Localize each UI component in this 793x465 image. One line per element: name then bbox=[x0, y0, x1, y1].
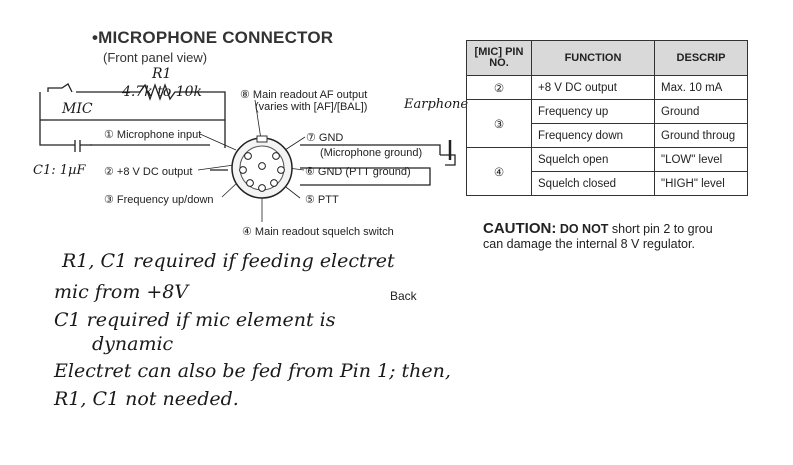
r1-value-label: 4.7k to 10k bbox=[122, 84, 203, 100]
table-cell-pin: ② bbox=[466, 75, 532, 100]
table-cell-function: Frequency up bbox=[531, 99, 655, 124]
table-cell-description: Ground throug bbox=[654, 123, 748, 148]
pin-function-table: [MIC] PIN NO. FUNCTION DESCRIP ② +8 V DC… bbox=[466, 40, 748, 196]
r1-label: R1 bbox=[152, 66, 172, 82]
handwritten-note-line2: mic from +8V bbox=[54, 281, 189, 303]
table-cell-function: Squelch open bbox=[531, 147, 655, 172]
pin2-label: ② +8 V DC output bbox=[104, 166, 193, 178]
handwritten-note-line1: R1, C1 required if feeding electret bbox=[62, 250, 395, 272]
table-row: Squelch closed "HIGH" level bbox=[467, 171, 748, 196]
caution-word: CAUTION: bbox=[483, 220, 557, 237]
table-cell-description: "LOW" level bbox=[654, 147, 748, 172]
pin4-label: ④ Main readout squelch switch bbox=[242, 226, 394, 238]
pin8-label: ⑧ Main readout AF output bbox=[240, 89, 368, 101]
earphone-label: Earphone bbox=[404, 97, 469, 112]
table-header-description: DESCRIP bbox=[654, 40, 748, 76]
handwritten-note-line4: dynamic bbox=[92, 333, 174, 355]
table-row: ② +8 V DC output Max. 10 mA bbox=[466, 75, 748, 100]
caution-do-not: DO NOT bbox=[559, 222, 609, 236]
table-header-row: [MIC] PIN NO. FUNCTION DESCRIP bbox=[466, 40, 748, 76]
caution-note: CAUTION: DO NOT short pin 2 to grou can … bbox=[483, 220, 713, 251]
pin7-label: ⑦ GND bbox=[306, 132, 344, 144]
handwritten-note-line5: Electret can also be fed from Pin 1; the… bbox=[54, 360, 451, 382]
handwritten-note-line6: R1, C1 not needed. bbox=[54, 388, 239, 410]
table-cell-function: Squelch closed bbox=[531, 171, 655, 196]
caution-line1: short pin 2 to grou bbox=[611, 222, 713, 236]
pin6-label: ⑥ GND (PTT ground) bbox=[305, 166, 411, 178]
mic-label: MIC bbox=[62, 101, 93, 117]
table-row: ③ Frequency up Ground bbox=[466, 99, 748, 148]
table-cell-function: Frequency down bbox=[531, 123, 655, 148]
table-cell-pin: ③ bbox=[466, 99, 532, 148]
pin7-sublabel: (Microphone ground) bbox=[320, 147, 423, 159]
pin8-sublabel: (varies with [AF]/[BAL]) bbox=[255, 101, 368, 113]
table-cell-description: "HIGH" level bbox=[654, 171, 748, 196]
caution-line2: can damage the internal 8 V regulator. bbox=[483, 237, 695, 251]
table-cell-description: Max. 10 mA bbox=[654, 75, 748, 100]
pin5-label: ⑤ PTT bbox=[305, 194, 339, 206]
table-cell-description: Ground bbox=[654, 99, 748, 124]
table-cell-function: +8 V DC output bbox=[531, 75, 655, 100]
pin3-label: ③ Frequency up/down bbox=[104, 194, 214, 206]
pin1-label: ① Microphone input bbox=[104, 129, 202, 141]
table-row: ④ Squelch open "LOW" level bbox=[466, 147, 748, 196]
page-title: •MICROPHONE CONNECTOR bbox=[92, 28, 334, 47]
handwritten-note-line3: C1 required if mic element is bbox=[54, 309, 336, 331]
connector-front-view bbox=[231, 135, 293, 199]
connector-diagram bbox=[39, 83, 456, 222]
back-label: Back bbox=[390, 289, 417, 303]
table-cell-pin: ④ bbox=[466, 147, 532, 196]
table-header-pin: [MIC] PIN NO. bbox=[466, 40, 532, 76]
table-header-function: FUNCTION bbox=[531, 40, 655, 76]
page-subtitle: (Front panel view) bbox=[103, 50, 208, 65]
c1-label: C1: 1µF bbox=[33, 163, 86, 178]
